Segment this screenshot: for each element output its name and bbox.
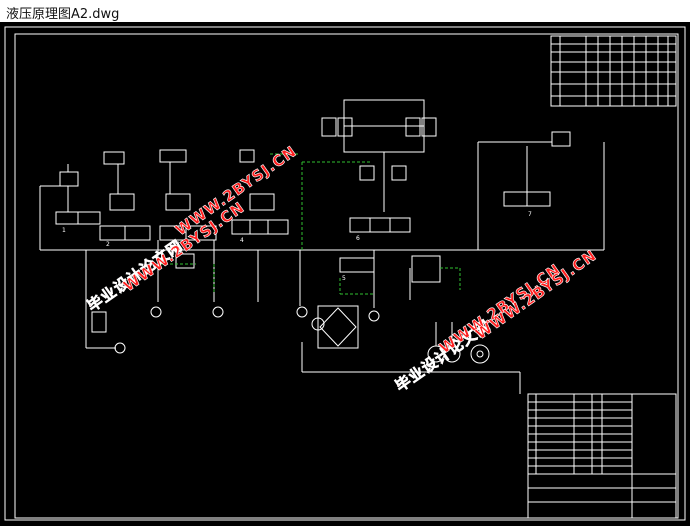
valve-group-7 — [503, 131, 571, 207]
filter-unit — [301, 305, 521, 394]
bridge-circuit — [321, 99, 437, 233]
watermark-text-6: WWW.2BYSJ.CN — [472, 246, 600, 343]
valve-group-1 — [55, 164, 101, 225]
watermark-text-2: WWW.2BYSJ.CN — [120, 198, 248, 295]
label-6: 6 — [356, 235, 360, 242]
valve-group-4 — [231, 149, 289, 302]
hydraulic-schematic: 1 2 3 4 5 6 7 毕业设计论文网 WWW.2BYSJ.CN WWW.2… — [4, 26, 686, 521]
label-3: 3 — [176, 241, 180, 248]
window-titlebar: 液压原理图A2.dwg — [0, 0, 690, 22]
pressure-switch — [85, 250, 126, 354]
pilot-lines — [160, 153, 461, 295]
ops-table — [550, 35, 677, 107]
title-block — [527, 393, 677, 519]
label-2: 2 — [106, 241, 110, 248]
label-1: 1 — [62, 227, 66, 234]
label-4: 4 — [240, 237, 244, 244]
watermark-text-3: WWW.2BYSJ.CN — [172, 142, 300, 239]
label-7: 7 — [528, 211, 532, 218]
sheet-border — [4, 26, 686, 521]
valve-group-5 — [339, 255, 441, 300]
pump-unit — [427, 322, 490, 364]
cylinder-group-left — [99, 149, 224, 318]
drawing-canvas[interactable]: 1 2 3 4 5 6 7 毕业设计论文网 WWW.2BYSJ.CN WWW.2… — [0, 22, 690, 526]
label-5: 5 — [342, 275, 346, 282]
drawing-frame — [14, 33, 679, 519]
watermark-right: 毕业设计论文网 WWW.2BYSJ.CN WWW.2BYSJ.CN — [392, 246, 601, 396]
window-title: 液压原理图A2.dwg — [6, 7, 120, 22]
